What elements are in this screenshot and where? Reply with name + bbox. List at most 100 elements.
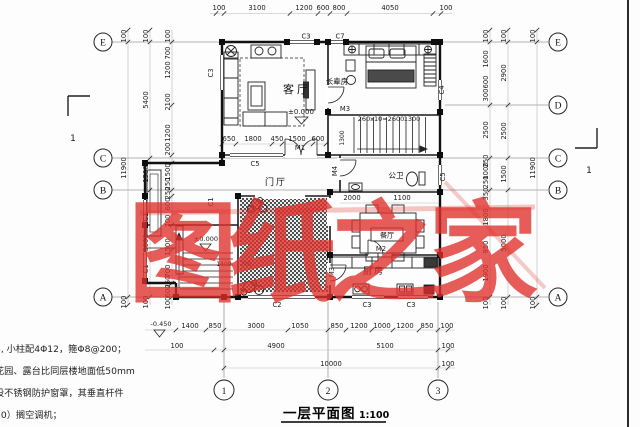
dim-label: 100 [500, 297, 508, 310]
note-line-2: 花园、露台比同层楼地面低50mm [0, 365, 135, 377]
axis-label: E [100, 39, 106, 49]
terrace-hatch [240, 198, 328, 292]
dim-tick [534, 39, 540, 45]
dim-label: 100 [171, 342, 184, 350]
axis-label: B [100, 187, 106, 197]
dim-tick [147, 27, 153, 33]
dim-label: 800 [333, 4, 346, 12]
dim-tick [125, 39, 131, 45]
axis-bubble-left-E: E [93, 32, 113, 52]
dim-tick [169, 102, 175, 108]
bathroom-fixtures [348, 171, 426, 192]
dim-label: C1 [207, 197, 215, 206]
dim-tick [534, 302, 540, 308]
dim-tick [438, 10, 444, 17]
dim-label: 100 [440, 4, 453, 12]
dim-label: C3 [406, 301, 415, 309]
dim-tick [233, 141, 239, 147]
axis-bubble-left-C: C [93, 148, 113, 168]
dim-label: 1050 [291, 322, 308, 330]
dim-tick [416, 327, 422, 333]
dim-tick [487, 102, 493, 108]
watermark-stroke [139, 204, 536, 216]
dim-label: 1100 [393, 194, 410, 202]
dim-tick [430, 10, 436, 17]
watermark: 图纸之家 [128, 180, 548, 318]
dim-label: C2 [272, 301, 281, 309]
dim-label: 1800 [244, 135, 261, 143]
dim-label: 3100 [248, 4, 265, 12]
dim-label: 650 [223, 135, 236, 143]
dim-label: C3 [301, 33, 310, 41]
dim-label: 850 [331, 322, 344, 330]
dim-label: 100 [120, 296, 128, 309]
room-label-foyer: 门厅 [265, 176, 287, 188]
dim-label: 600 [312, 135, 325, 143]
dim-label: 1500 [164, 238, 172, 255]
axis-label: A [555, 294, 562, 304]
dim-tick [505, 39, 511, 45]
dim-tick [125, 302, 131, 308]
dim-label: 2900 [500, 64, 508, 81]
dim-label: 100 [442, 342, 455, 350]
dim-tick [487, 155, 493, 161]
dim-label: M2 [376, 245, 386, 253]
dim-tick [343, 327, 349, 333]
dim-tick [211, 347, 217, 353]
dim-label: 100 [142, 296, 150, 309]
dim-label: 100 [164, 297, 172, 310]
room-label-dining: 餐厅 [380, 231, 394, 240]
axis-label: 1 [222, 387, 227, 397]
axis-bubble-bottom-1: 1 [213, 379, 235, 401]
dim-label: 350 [482, 188, 490, 201]
axis-bubble-left-B: B [93, 180, 113, 200]
section-cut-marks [67, 95, 598, 149]
dim-tick [285, 327, 291, 333]
dim-label: 1600 [482, 50, 490, 67]
dim-label: 1200 [295, 4, 312, 12]
dim-label: C7 [335, 33, 344, 41]
room-label-kitchen: 厨房 [363, 265, 385, 277]
dim-label: M1 [295, 144, 305, 152]
dim-label: 5400 [142, 91, 150, 108]
axis-bubble-right-D: D [548, 95, 568, 115]
axis-bubble-right-A: A [548, 287, 568, 307]
dim-tick [445, 347, 451, 353]
dim-tick [445, 365, 451, 371]
dim-label: 1400 [181, 322, 198, 330]
windows [143, 40, 442, 299]
dim-tick [147, 39, 153, 45]
note-line-3: 设不锈钢防护窗罩，其垂直杆件 [0, 387, 124, 399]
watermark-text: 图纸之家 [128, 189, 538, 318]
dim-label: 5000 [500, 234, 508, 251]
hallway-cabinet [146, 169, 162, 237]
dim-tick [147, 294, 153, 300]
dim-label: C5 [250, 160, 259, 168]
dim-label: 1800 [482, 208, 490, 225]
dim-tick [505, 102, 511, 108]
dim-label: 100 [441, 322, 454, 330]
dim-label: 250 [482, 155, 490, 168]
dim-tick [173, 327, 179, 333]
dim-label: -0.450 [151, 320, 172, 328]
dim-tick [505, 155, 511, 161]
dim-label: 11900 [529, 157, 537, 179]
dim-label: 100 [482, 297, 490, 310]
bedroom-furniture [343, 43, 437, 89]
dim-tick [221, 327, 227, 333]
dim-tick [203, 327, 209, 333]
axis-label: A [100, 294, 107, 304]
dim-label: 2500 [482, 121, 490, 138]
dim-label: C3 [362, 301, 371, 309]
dining-furniture [351, 204, 425, 262]
dimension-lines [125, 10, 540, 371]
dim-tick [505, 187, 511, 193]
room-label-bedroom: 长辈房 [326, 76, 349, 86]
dim-label: C3 [207, 68, 215, 77]
axis-label: C [555, 155, 561, 165]
dim-label: 850 [209, 322, 222, 330]
dim-label: 5000 [142, 234, 150, 251]
room-label-living: 客厅 [283, 82, 311, 96]
